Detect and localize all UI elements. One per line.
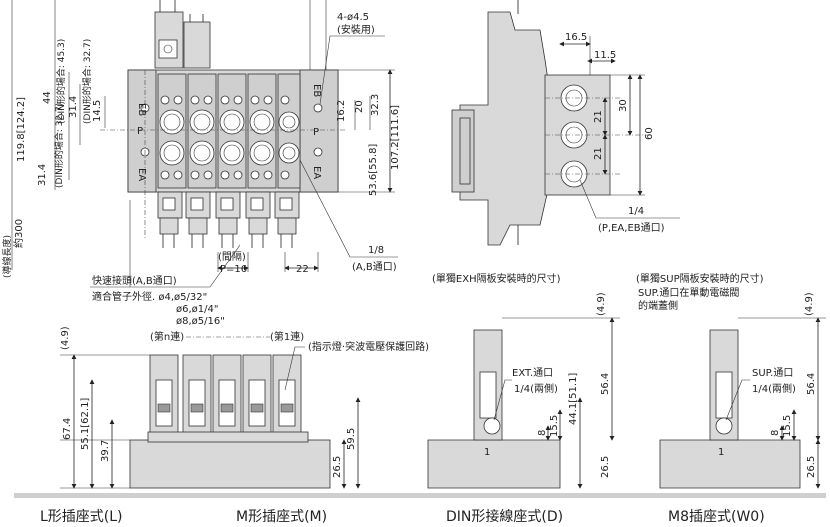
fitting-size-1: 適合管子外徑. ø4,ø5/32" (92, 290, 207, 303)
side-port-label: (P,EA,EB通口) (598, 222, 665, 234)
lead-length-label: (導線長度) (1, 235, 13, 278)
dim-107-2: 107.2[111.6] (390, 105, 401, 170)
caption-l: L形插座式(L) (40, 509, 123, 525)
l-base (129, 439, 331, 489)
w0-dim-26-5: 26.5 (806, 456, 817, 478)
station-n-label: (第n連) (150, 330, 184, 343)
dim-16-2: 16.2 (336, 100, 347, 122)
port-label-ea-right: EA (311, 166, 322, 179)
ab-port-size: 1/8 (368, 245, 384, 256)
ab-port-label: (A,B通口) (352, 261, 397, 273)
dim-31-4-bottom: 31.4 (37, 164, 48, 186)
solenoid-bottom-row (157, 191, 300, 248)
ab-ports (159, 109, 300, 166)
caption-d: DIN形接線座式(D) (446, 509, 564, 525)
port-label-eb-right: EB (311, 84, 322, 97)
lead-length-value: 約300 (12, 219, 25, 248)
fitting-size-3: ø8,ø5/16" (176, 316, 225, 327)
d-ext-port: EXT.通口 (512, 367, 553, 379)
dim-32-3: 32.3 (370, 94, 381, 116)
din-note-1: (DIN形的場合: 45.3) (55, 39, 67, 124)
din-note-2: (DIN形的場合: 32.7) (81, 39, 93, 124)
dim-21-bottom: 21 (593, 147, 604, 160)
station-1-label: (第1連) (270, 330, 304, 343)
l-dim-59-5: 59.5 (346, 428, 357, 450)
d-dim-26-5: 26.5 (600, 456, 611, 478)
d-dim-1: 1 (484, 447, 490, 458)
pitch-label: (間隔) (218, 251, 246, 263)
dim-60: 60 (644, 127, 655, 140)
w0-dim-4-9: (4.9) (804, 292, 815, 316)
w0-dim-8: 8 (770, 430, 781, 436)
fitting-title: 快速接頭(A,B通口) (92, 274, 177, 287)
hole-note-size: 4-ø4.5 (337, 12, 369, 23)
front-view-d: (單獨EXH隔板安裝時的尺寸) EXT.通口 1/4(兩側) (4.9) 56.… (427, 272, 620, 489)
din-note-3: (DIN形的場合: 32.7) (53, 103, 65, 188)
d-dim-8: 8 (537, 430, 548, 436)
front-view-w0: (單獨SUP隔板安裝時的尺寸) SUP.通口在單動電磁閥 的端蓋側 SUP.通口… (636, 272, 826, 489)
port-label-p-left: P (137, 126, 143, 137)
w0-dim-56-4: 56.4 (806, 373, 817, 395)
caption-divider (14, 493, 826, 498)
dim-22: 22 (296, 264, 309, 275)
port-label-ea-left: EA (136, 168, 147, 181)
port-label-p-right: P (313, 127, 319, 138)
dim-21-top: 21 (593, 110, 604, 123)
lamp-note: (指示燈·突波電壓保護回路) (308, 340, 429, 353)
l-dim-26-5: 26.5 (332, 456, 343, 478)
l-dim-55-1: 55.1[62.1] (80, 398, 91, 450)
caption-w0: M8插座式(W0) (668, 509, 765, 525)
caption-m: M形插座式(M) (236, 509, 328, 525)
dim-44: 44 (42, 91, 53, 104)
l-dim-39-7: 39.7 (100, 440, 111, 462)
pitch-value: P=16 (220, 264, 247, 275)
front-view-l: (第n連) (第1連) (指示燈·突波電壓保護回路) (4.9) 67.4 55… (60, 326, 429, 489)
w0-title: (單獨SUP隔板安裝時的尺寸) (636, 272, 764, 285)
d-dim-56-4: 56.4 (600, 373, 611, 395)
side-port-p (560, 121, 588, 149)
w0-note-1: SUP.通口在單動電磁閥 (638, 286, 739, 299)
dim-30: 30 (618, 99, 629, 112)
manifold-side-view: 16.5 11.5 30 21 21 60 1/4 (P,EA,EB通口) (451, 0, 680, 246)
l-dim-4-9: (4.9) (60, 326, 71, 350)
d-dim-15-5: 15.5 (549, 415, 560, 437)
d-dim-44-1: 44.1[51.1] (568, 373, 579, 425)
dim-11-5: 11.5 (594, 50, 616, 61)
dim-53-6: 53.6[55.8] (368, 144, 379, 196)
w0-sup-port-size: 1/4(兩側) (752, 382, 796, 395)
w0-sup-port: SUP.通口 (752, 367, 793, 379)
dim-14-5: 14.5 (92, 100, 103, 122)
w0-dim-15-5: 15.5 (782, 415, 793, 437)
screw-row-top (160, 95, 290, 105)
hole-note-purpose: (安裝用) (337, 23, 375, 36)
side-port-eb (560, 84, 588, 112)
side-port-size: 1/4 (628, 206, 644, 217)
screw-row-bottom (160, 170, 290, 180)
dim-20: 20 (354, 100, 365, 113)
w0-note-2: 的端蓋側 (638, 299, 678, 312)
fitting-size-2: ø6,ø1/4" (176, 304, 218, 315)
l-dim-67-4: 67.4 (62, 418, 73, 440)
dim-16-5: 16.5 (565, 32, 587, 43)
d-ext-port-size: 1/4(兩側) (514, 382, 558, 395)
side-port-ea (560, 160, 588, 188)
dim-31-4-top: 31.4 (68, 96, 79, 118)
w0-dim-1: 1 (718, 447, 724, 458)
solenoid-top-2 (183, 21, 211, 69)
d-title: (單獨EXH隔板安裝時的尺寸) (432, 272, 561, 285)
port-label-eb-left: EB (136, 103, 147, 116)
dim-overall-height: 119.8[124.2] (16, 97, 27, 162)
d-dim-4-9: (4.9) (596, 292, 607, 316)
manifold-top-view: EB P EA EB P EA (1, 0, 401, 327)
